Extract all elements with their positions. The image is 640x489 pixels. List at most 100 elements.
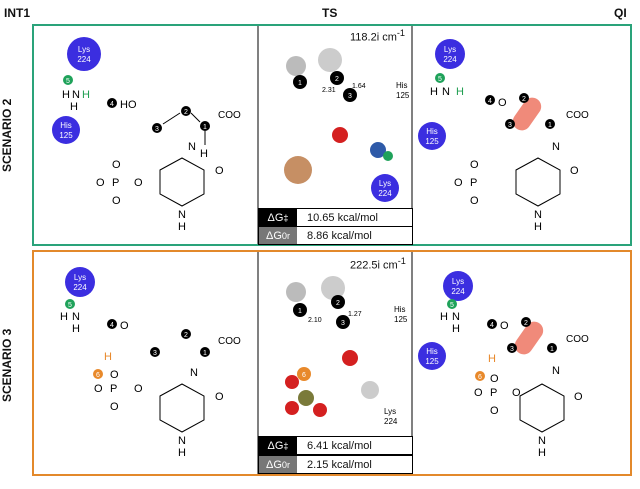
svg-text:O: O (112, 195, 121, 207)
svg-text:4: 4 (110, 101, 114, 108)
svg-text:N: N (190, 367, 198, 379)
s3-int1-structure: Lys 224 5 H N H 4 O 3 2 1 COO H 6 P O O … (60, 267, 241, 459)
svg-text:N: N (538, 435, 546, 447)
svg-text:1: 1 (298, 308, 302, 315)
svg-text:O: O (470, 159, 479, 171)
svg-text:6: 6 (96, 372, 100, 379)
svg-text:125: 125 (59, 131, 73, 140)
svg-text:H: H (200, 148, 208, 160)
scenario2-panel (32, 24, 632, 246)
header-ts: TS (322, 6, 338, 20)
svg-text:1: 1 (203, 350, 207, 357)
svg-text:O: O (498, 97, 507, 109)
svg-text:H: H (178, 447, 186, 459)
svg-text:P: P (490, 387, 497, 399)
svg-text:3: 3 (155, 126, 159, 133)
svg-text:Lys: Lys (384, 407, 396, 416)
svg-text:2: 2 (524, 320, 528, 327)
svg-text:6: 6 (302, 372, 306, 379)
svg-text:H: H (72, 323, 80, 335)
svg-text:O: O (574, 391, 583, 403)
svg-text:His: His (426, 127, 438, 136)
svg-text:COO: COO (566, 110, 589, 121)
svg-text:2.31: 2.31 (322, 87, 336, 94)
svg-text:H: H (452, 323, 460, 335)
svg-text:O: O (94, 383, 103, 395)
svg-text:N: N (178, 435, 186, 447)
svg-text:P: P (470, 177, 477, 189)
svg-text:O: O (470, 195, 479, 207)
svg-text:Lys: Lys (452, 277, 464, 286)
svg-text:H: H (82, 89, 90, 101)
s2-int1-lys-text2: 224 (77, 55, 91, 64)
s3-qi-structure: Lys 224 5 H N H His 125 4 O 2 3 1 COO N … (418, 271, 589, 459)
svg-text:N: N (188, 141, 196, 153)
svg-text:224: 224 (73, 283, 87, 292)
svg-text:O: O (215, 165, 224, 177)
svg-text:O: O (490, 373, 499, 385)
svg-text:O: O (512, 387, 521, 399)
svg-text:N: N (552, 141, 560, 153)
svg-text:O: O (120, 320, 129, 332)
s2-ts-model: 1 2 3 Lys 224 His 125 2.31 1.64 (284, 48, 410, 202)
svg-text:O: O (112, 159, 121, 171)
svg-text:224: 224 (451, 287, 465, 296)
svg-text:N: N (72, 311, 80, 323)
svg-text:Lys: Lys (74, 273, 86, 282)
s2-frequency: 118.2i cm-1 (350, 28, 406, 44)
svg-text:COO: COO (218, 110, 241, 121)
svg-text:O: O (570, 165, 579, 177)
svg-text:H: H (456, 86, 464, 98)
s2-dg-activation: ΔG‡ 10.65 kcal/mol (258, 208, 413, 227)
svg-text:N: N (72, 89, 80, 101)
svg-text:P: P (110, 383, 117, 395)
header-qi: QI (614, 6, 627, 20)
svg-text:O: O (110, 369, 119, 381)
svg-text:O: O (454, 177, 463, 189)
s2-int1-structure: Lys 224 5 H N H H His 125 4 H O 3 2 1 CO… (52, 37, 241, 233)
svg-text:P: P (112, 177, 119, 189)
svg-text:125: 125 (396, 91, 410, 100)
svg-text:His: His (60, 121, 72, 130)
s2-int1-badge5 (63, 75, 73, 85)
svg-text:125: 125 (425, 137, 439, 146)
svg-text:N: N (442, 86, 450, 98)
svg-text:N: N (452, 311, 460, 323)
svg-text:2: 2 (336, 300, 340, 307)
svg-text:2.10: 2.10 (308, 317, 322, 324)
svg-text:125: 125 (394, 315, 408, 324)
svg-text:1.64: 1.64 (352, 83, 366, 90)
svg-text:H: H (440, 311, 448, 323)
svg-text:His: His (394, 305, 406, 314)
svg-text:H: H (104, 351, 112, 363)
svg-text:O: O (128, 99, 137, 111)
s2-int1-lys-text1: Lys (78, 45, 90, 54)
svg-text:O: O (134, 177, 143, 189)
svg-text:N: N (534, 209, 542, 221)
svg-text:O: O (110, 401, 119, 413)
svg-text:O: O (500, 320, 509, 332)
svg-text:H: H (430, 86, 438, 98)
svg-text:H: H (534, 221, 542, 233)
s2-int1-his-circle (52, 116, 80, 144)
svg-text:2: 2 (184, 332, 188, 339)
svg-text:3: 3 (510, 346, 514, 353)
svg-text:3: 3 (153, 350, 157, 357)
svg-text:1: 1 (298, 80, 302, 87)
svg-text:H: H (60, 311, 68, 323)
svg-text:O: O (490, 405, 499, 417)
svg-text:His: His (396, 81, 408, 90)
svg-text:224: 224 (384, 417, 398, 426)
svg-text:His: His (426, 347, 438, 356)
s2-qi-structure: Lys 224 5 H N H His 125 4 O 2 3 1 COO N … (418, 39, 589, 233)
header-int1: INT1 (4, 6, 31, 20)
svg-text:H: H (62, 89, 70, 101)
svg-text:5: 5 (438, 76, 442, 83)
svg-text:COO: COO (218, 336, 241, 347)
svg-text:O: O (215, 391, 224, 403)
svg-text:224: 224 (443, 55, 457, 64)
svg-text:1.27: 1.27 (348, 311, 362, 318)
scenario3-panel (32, 250, 632, 476)
